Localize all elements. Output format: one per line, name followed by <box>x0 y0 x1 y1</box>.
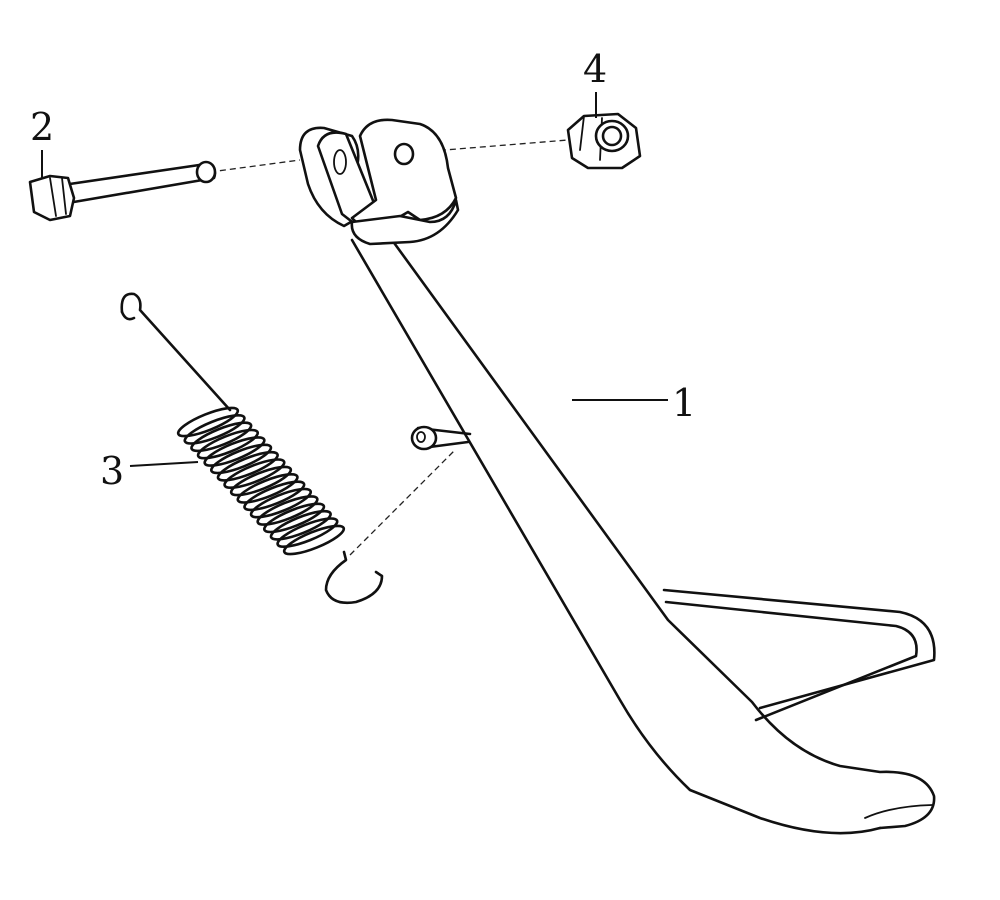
spring-coil-turn <box>269 509 332 541</box>
callout-leaders <box>41 92 668 467</box>
spring-coil-turn <box>276 517 339 548</box>
spring-coil-turn <box>262 502 326 534</box>
side-stand-part <box>298 118 936 835</box>
stand-foot-brace <box>662 588 936 710</box>
callout-number-3: 3 <box>100 449 124 493</box>
spring-coil-turn <box>229 465 293 497</box>
callout-number-4: 4 <box>583 47 607 91</box>
spring-coil-turn <box>190 421 253 453</box>
spring-coil-turn <box>256 495 319 526</box>
spring-coil-turn <box>183 414 246 445</box>
stand-pivot-bracket <box>298 118 460 246</box>
spring-coil-turn <box>176 406 240 438</box>
callout-number-2: 2 <box>30 105 54 149</box>
spring-coil-turn <box>223 458 286 489</box>
spring-coils <box>176 406 346 556</box>
spring-coil-turn <box>196 428 260 460</box>
stand-leg <box>350 238 882 835</box>
spring-coil-turn <box>249 487 313 519</box>
stand-spring-pin <box>410 425 472 451</box>
spring-coil-turn <box>216 450 279 482</box>
spring-coil-turn <box>203 436 266 467</box>
lock-nut-part <box>566 112 642 170</box>
spring-coil-turn <box>282 524 346 556</box>
return-spring-part <box>120 292 384 605</box>
spring-coil-turn <box>236 473 299 504</box>
spring-coil-turn <box>209 443 273 475</box>
pivot-bolt-part <box>28 160 217 222</box>
callout-number-1: 1 <box>672 381 696 425</box>
spring-coil-turn <box>243 480 306 512</box>
